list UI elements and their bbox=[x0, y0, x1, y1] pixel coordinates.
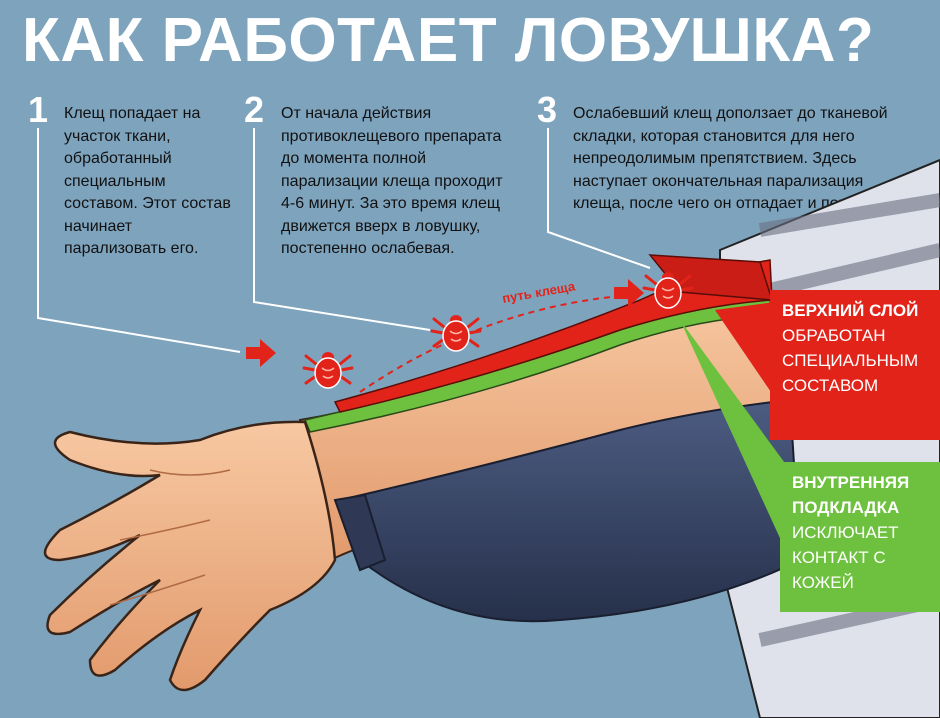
step-3-number: 3 bbox=[537, 89, 558, 130]
callout-top-layer-head: ВЕРХНИЙ СЛОЙ bbox=[782, 301, 919, 320]
page-title: КАК РАБОТАЕТ ЛОВУШКА? bbox=[22, 6, 875, 75]
callout-inner-lining: ВНУТРЕННЯЯ ПОДКЛАДКА ИСКЛЮЧАЕТ КОНТАКТ С… bbox=[780, 462, 940, 612]
step-2-number: 2 bbox=[244, 89, 265, 130]
callout-inner-lining-body: ИСКЛЮЧАЕТ КОНТАКТ С КОЖЕЙ bbox=[792, 523, 899, 592]
tick-icon bbox=[302, 350, 354, 390]
step-3-text: Ослабевший клещ доползает до тканевой ск… bbox=[573, 105, 890, 212]
callout-inner-lining-head: ВНУТРЕННЯЯ ПОДКЛАДКА bbox=[792, 473, 910, 517]
step-1-text: Клещ попадает на участок ткани, обработа… bbox=[64, 105, 231, 257]
callout-top-layer-body: ОБРАБОТАН СПЕЦИАЛЬНЫМ СОСТАВОМ bbox=[782, 326, 919, 395]
step-2-text: От начала действия противоклещевого преп… bbox=[281, 105, 503, 257]
tick-path-label: путь клеща bbox=[501, 278, 577, 306]
step-1-number: 1 bbox=[28, 89, 49, 130]
callout-top-layer: ВЕРХНИЙ СЛОЙ ОБРАБОТАН СПЕЦИАЛЬНЫМ СОСТА… bbox=[770, 290, 940, 440]
arrow-right-icon bbox=[246, 339, 276, 367]
